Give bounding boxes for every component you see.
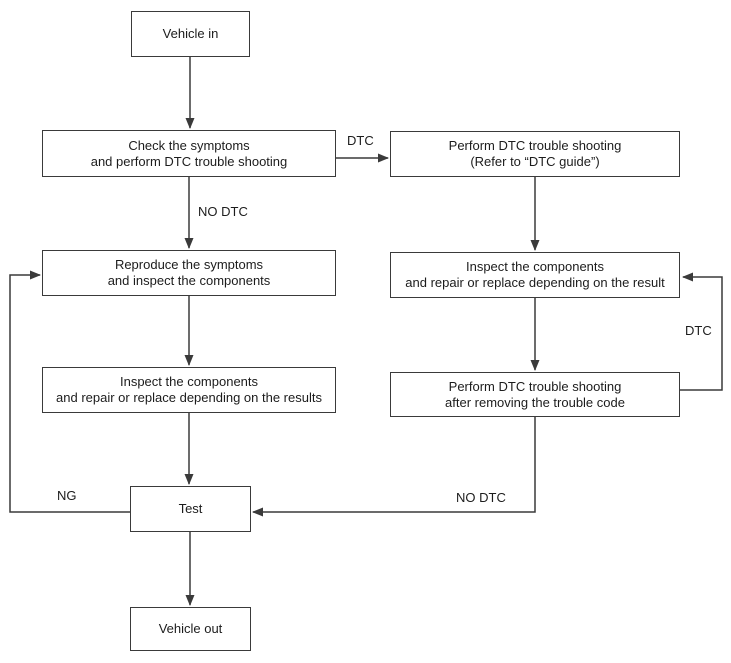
node-vehicle-in-label: Vehicle in (162, 26, 219, 41)
node-inspect-repair-right: Inspect the components and repair or rep… (390, 252, 680, 298)
node-inspect-repair-left: Inspect the components and repair or rep… (42, 367, 336, 413)
node-check-symptoms-line2: and perform DTC trouble shooting (90, 153, 288, 169)
node-test-label: Test (178, 501, 203, 516)
node-perform-dtc-after-line2: after removing the trouble code (445, 394, 625, 410)
edge-label-dtc-right: DTC (684, 323, 713, 338)
edge-label-no-dtc-left: NO DTC (197, 204, 249, 219)
node-perform-dtc: Perform DTC trouble shooting (Refer to “… (390, 131, 680, 177)
edge-label-ng: NG (56, 488, 78, 503)
node-check-symptoms: Check the symptoms and perform DTC troub… (42, 130, 336, 177)
node-perform-dtc-line2: (Refer to “DTC guide”) (470, 154, 600, 169)
node-inspect-repair-left-line2: and repair or replace depending on the r… (56, 390, 322, 405)
node-perform-dtc-line1: Perform DTC trouble shooting (448, 138, 622, 153)
node-test: Test (130, 486, 251, 532)
node-inspect-repair-right-line1: Inspect the components (465, 259, 605, 274)
node-perform-dtc-after: Perform DTC trouble shooting after remov… (390, 372, 680, 417)
arrow-ng-feedback-loop (9, 270, 130, 513)
node-reproduce-symptoms: Reproduce the symptoms and inspect the c… (42, 250, 336, 296)
node-check-symptoms-line1: Check the symptoms (128, 137, 250, 153)
node-perform-dtc-after-line1: Perform DTC trouble shooting (448, 378, 622, 394)
node-reproduce-symptoms-line1: Reproduce the symptoms (114, 257, 264, 272)
node-vehicle-in: Vehicle in (131, 11, 250, 57)
arrow-dtc-feedback-loop (680, 272, 723, 391)
edge-label-dtc-top: DTC (346, 133, 375, 148)
arrow-nodtc-to-test (252, 417, 536, 517)
node-vehicle-out-label: Vehicle out (158, 621, 223, 636)
node-inspect-repair-left-line1: Inspect the components (119, 374, 259, 389)
edge-label-no-dtc-bottom: NO DTC (455, 490, 507, 505)
node-inspect-repair-right-line2: and repair or replace depending on the r… (405, 275, 665, 290)
node-reproduce-symptoms-line2: and inspect the components (107, 273, 271, 288)
node-vehicle-out: Vehicle out (130, 607, 251, 651)
